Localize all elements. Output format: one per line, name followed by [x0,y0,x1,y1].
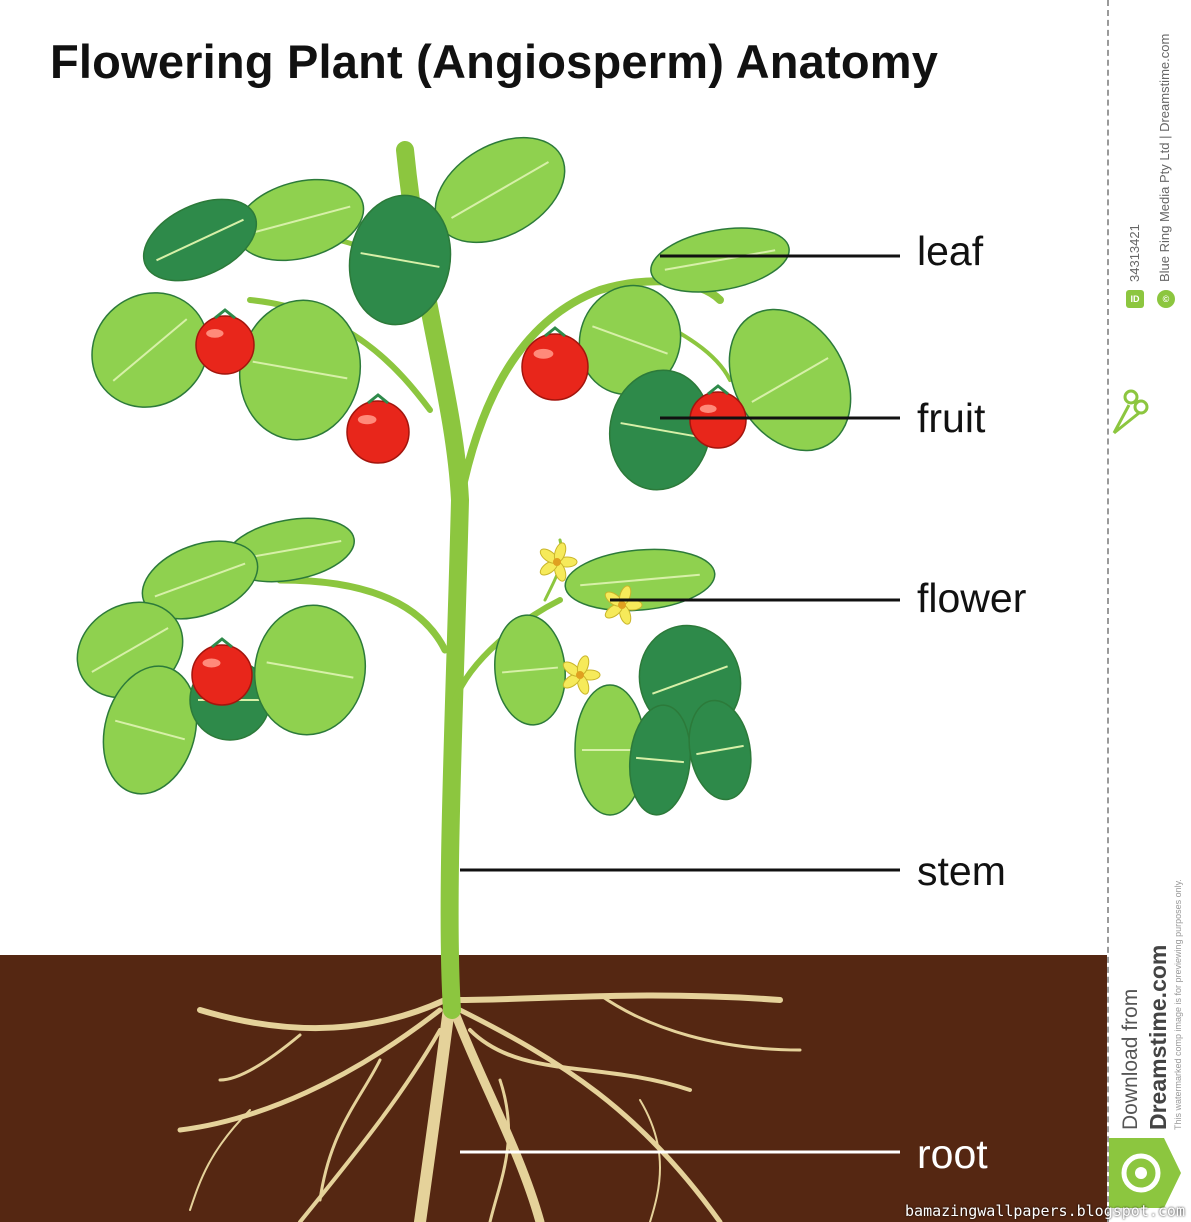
fruit-calyx [367,393,389,405]
root-branch [457,1007,723,1222]
fruit-highlight [533,348,554,359]
copyright-text: Blue Ring Media Pty Ltd | Dreamstime.com [1157,33,1172,282]
scissors-icon [1112,389,1149,435]
leaf-vein [652,665,728,695]
root-branch [639,1099,661,1222]
flower-center [553,558,561,566]
leaf-vein [580,573,700,587]
fruit-calyx [211,637,233,649]
label-fruit: fruit [917,395,986,441]
leaf-vein [114,719,186,741]
image-id: 34313421 [1127,224,1142,282]
flower-center [618,601,626,609]
root-branch [318,1058,382,1202]
watermark-notice: This watermarked comp image is for previ… [1173,879,1183,1130]
download-line1: Download from [1119,988,1142,1130]
fruit-highlight [202,658,221,668]
fruit [689,391,747,449]
page-title: Flowering Plant (Angiosperm) Anatomy [50,35,939,88]
root-branch [197,997,448,1032]
leaf-vein [112,318,188,382]
fruit-calyx [214,308,236,320]
leaf-vein [154,562,246,598]
fruits [191,308,747,706]
leaves [76,136,852,816]
leaf-vein [249,205,351,235]
leaf-vein [252,360,348,380]
fruit-highlight [357,414,377,425]
root-branch [414,994,456,1222]
roots [177,992,802,1222]
root-branch [189,1109,251,1211]
leaf-vein [751,357,829,403]
leaf-vein [592,325,668,355]
leaf-vein [451,161,549,219]
leaf-vein [238,539,342,561]
flower-center [576,671,584,679]
site-credit: bamazingwallpapers.blogspot.com [905,1202,1185,1220]
root-branch [488,1078,511,1222]
fruit-calyx [707,384,729,396]
leaf-vein [266,661,354,679]
leaf-vein [91,627,169,673]
download-line2: Dreamstime.com [1145,944,1171,1130]
root-branch [598,993,802,1052]
root-branch [452,992,783,1003]
fruit-highlight [206,329,224,338]
leaf-vein [360,252,440,268]
dreamstime-logo [1109,1138,1181,1208]
leaf-vein [636,756,684,764]
leaf-vein [620,422,700,438]
root-branch [468,1028,692,1092]
label-flower: flower [917,575,1027,621]
label-stem: stem [917,848,1006,894]
root-branch [177,1007,443,1133]
fruit-calyx [544,326,566,338]
stem-branch [276,576,449,654]
label-lines [460,254,900,1154]
id-badge: ID [1126,290,1144,308]
root-branch [218,1033,302,1082]
fruit-highlight [699,404,717,413]
fruit [346,400,410,464]
fruit [191,644,253,706]
label-leaf: leaf [917,228,984,274]
leaf-vein [156,218,244,262]
flowers [539,542,643,695]
leaf-vein [664,249,776,271]
label-root: root [917,1131,988,1177]
leaf-vein [502,666,558,674]
root-branch [445,995,545,1222]
fruit [521,333,589,401]
fruit [195,315,255,375]
plant-illustration [0,136,1107,1222]
copyright-icon: © [1157,290,1175,308]
leaf-vein [696,744,744,756]
watermark-strip: ID 34313421 © Blue Ring Media Pty Ltd | … [1107,0,1191,1222]
